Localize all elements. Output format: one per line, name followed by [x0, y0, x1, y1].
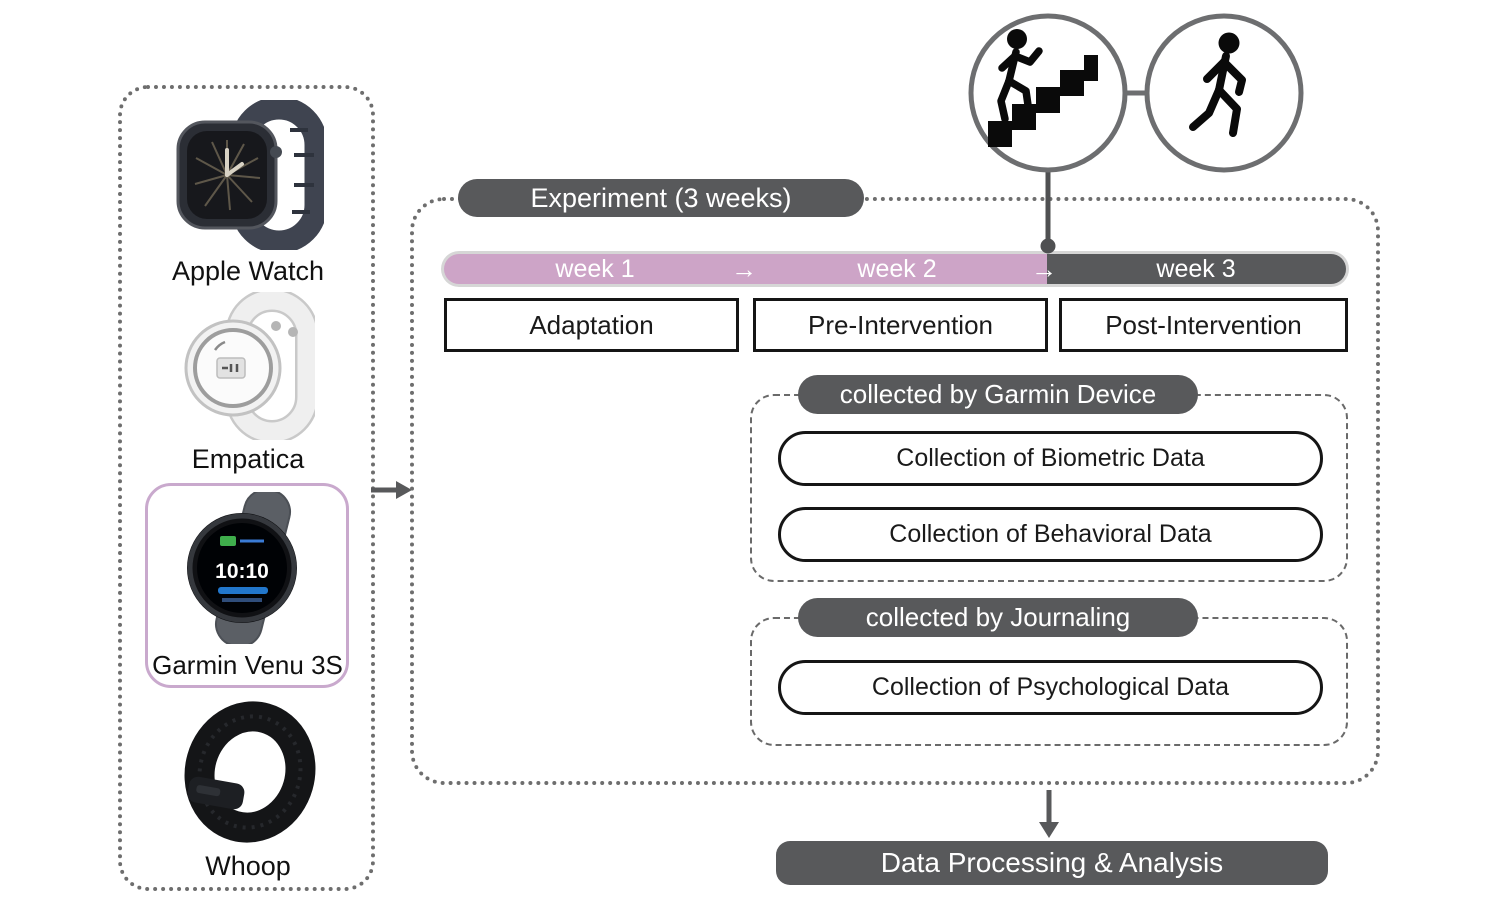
phase-box-post-intervention: Post-Intervention [1059, 298, 1348, 352]
experiment-to-processing-arrow [1039, 790, 1059, 838]
data-processing-pill: Data Processing & Analysis [776, 841, 1328, 885]
phase-box-adaptation: Adaptation [444, 298, 739, 352]
phase-box-pre-intervention: Pre-Intervention [753, 298, 1048, 352]
panel-to-experiment-arrow [371, 481, 412, 499]
timeline-arrow-1: → [731, 254, 757, 284]
timeline-week1-2-segment [444, 254, 1047, 284]
timeline-label-week3: week 3 [1156, 255, 1236, 283]
timeline-week3-segment [1047, 254, 1346, 284]
psychological-data-pill: Collection of Psychological Data [778, 660, 1323, 715]
garmin-venu-3s-image: 10:10 [187, 492, 297, 644]
behavioral-data-pill: Collection of Behavioral Data [778, 507, 1323, 562]
apple-watch-image [176, 100, 324, 250]
biometric-data-pill: Collection of Biometric Data [778, 431, 1323, 486]
garmin-collection-header: collected by Garmin Device [798, 375, 1198, 414]
experiment-box [410, 197, 1380, 785]
experiment-title: Experiment (3 weeks) [458, 179, 864, 217]
timeline-arrow-2: → [1031, 254, 1057, 284]
activity-icons-group [968, 13, 1304, 254]
device-label-empatica: Empatica [191, 444, 305, 474]
timeline-label-week1: week 1 [555, 255, 635, 283]
device-label-apple-watch: Apple Watch [171, 256, 325, 286]
device-label-whoop: Whoop [205, 851, 291, 881]
garmin-watch-time: 10:10 [215, 560, 269, 583]
empatica-image [184, 292, 315, 440]
timeline-label-week2: week 2 [857, 255, 937, 283]
journaling-collection-header: collected by Journaling [798, 598, 1198, 637]
whoop-image [184, 701, 316, 843]
intervention-pointer-dot [1040, 238, 1056, 254]
device-label-garmin: Garmin Venu 3S [152, 650, 343, 680]
person-climbing-stairs-icon [988, 29, 1098, 147]
person-walking-icon [1189, 32, 1246, 137]
